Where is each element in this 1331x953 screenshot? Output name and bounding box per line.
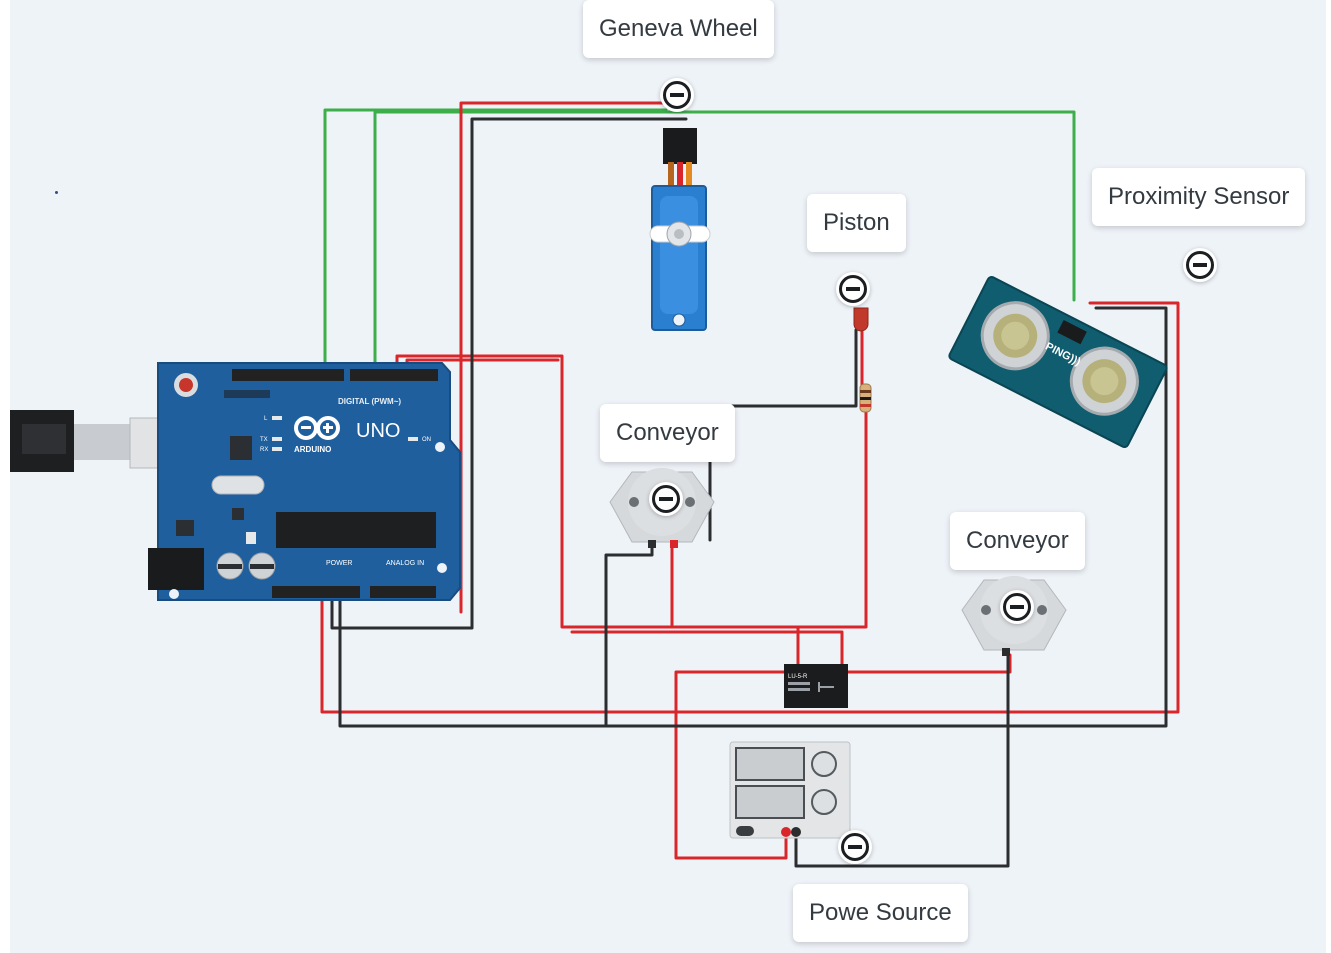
minus-circle-icon[interactable] [649,482,683,516]
servo-motor[interactable] [649,128,711,331]
minus-circle-icon[interactable] [660,78,694,112]
label-conveyor-1[interactable]: Conveyor [600,404,735,462]
wire-conveyor1-pos[interactable] [670,398,868,629]
header-digital-right [350,369,438,381]
arduino-brand: ARDUINO [294,445,331,454]
relay-module[interactable]: LU-5-R [784,664,848,708]
label-proximity-sensor[interactable]: Proximity Sensor [1092,168,1306,226]
minus-circle-icon[interactable] [836,272,870,306]
atmega-chip [276,512,436,548]
schematic-canvas[interactable]: DIGITAL (PWM~) UNO ARDUINO ON TX RX L [10,0,1326,953]
l-label: L [264,416,268,422]
wire-servo-ground[interactable] [330,117,688,630]
analog-header-label: ANALOG IN [386,560,424,567]
wire-pin3-relay[interactable] [395,354,800,670]
stray-dot [55,191,58,194]
rx-label: RX [260,447,268,453]
power-header-label: POWER [326,560,352,567]
digital-header-label: DIGITAL (PWM~) [338,397,401,406]
wire-sensor-signal[interactable] [373,110,1076,370]
wire-conveyor1-neg[interactable] [604,543,654,728]
resistor [859,383,872,413]
label-power-source[interactable]: Powe Source [793,884,968,942]
bench-power-supply[interactable] [729,741,851,839]
arduino-model: UNO [356,420,400,442]
label-geneva-wheel[interactable]: Geneva Wheel [583,0,774,58]
arduino-logo-icon [294,416,340,440]
wire-relay-com[interactable] [570,630,844,670]
header-analog [370,586,436,598]
led-indicator[interactable] [853,307,869,332]
arduino-uno-board[interactable]: DIGITAL (PWM~) UNO ARDUINO ON TX RX L [148,362,461,601]
minus-circle-icon[interactable] [1183,248,1217,282]
power-jack [148,548,204,590]
ultrasonic-sensor[interactable]: PING))) [948,275,1168,449]
wire-servo-power[interactable] [459,101,668,614]
circuit-diagram: DIGITAL (PWM~) UNO ARDUINO ON TX RX L [10,101,1180,868]
wire-servo-signal[interactable] [323,108,668,370]
wire-relay-conveyor2[interactable] [846,653,1012,674]
minus-circle-icon[interactable] [838,830,872,864]
on-led-label: ON [422,437,431,443]
tx-label: TX [260,437,268,443]
header-power [272,586,360,598]
wire-supply-pos[interactable] [674,670,788,860]
relay-part-label: LU-5-R [788,674,808,680]
wire-led-ground[interactable] [708,328,858,542]
wire-gnd-bus[interactable] [338,306,1168,728]
label-conveyor-2[interactable]: Conveyor [950,512,1085,570]
wire-5v-bus[interactable] [320,301,1180,714]
minus-circle-icon[interactable] [1000,590,1034,624]
wire-supply-neg[interactable] [794,653,1010,868]
label-piston[interactable]: Piston [807,194,906,252]
header-digital-left [232,369,344,381]
